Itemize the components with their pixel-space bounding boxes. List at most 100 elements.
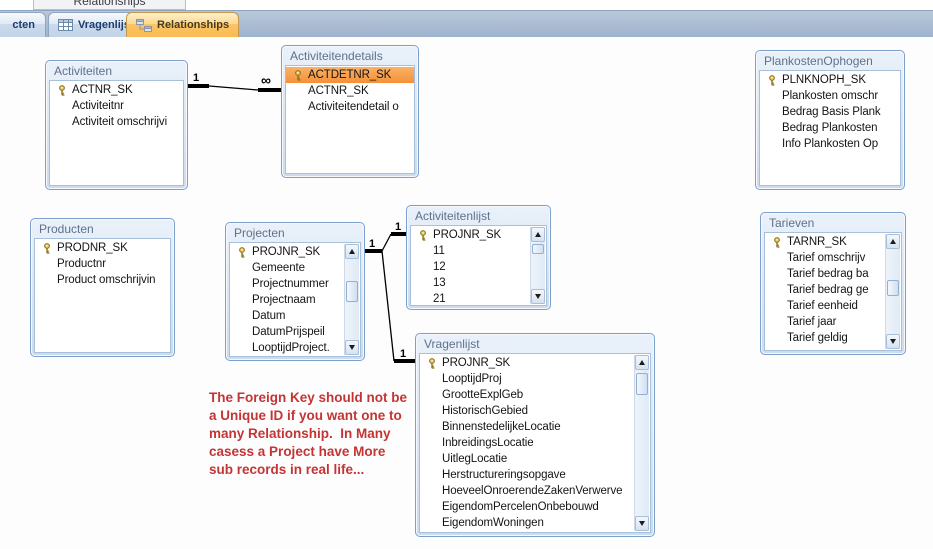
field-row[interactable]: Datum [230,308,360,324]
scrollbar-track[interactable] [345,259,359,340]
field-row[interactable]: Gemeente [230,260,360,276]
field-name: ACTNR_SK [308,85,369,97]
field-row[interactable]: Tarief bedrag ba [765,266,901,282]
scroll-down-button[interactable] [635,516,649,531]
triangle-down-icon [535,294,541,299]
field-row[interactable]: UitlegLocatie [420,451,650,467]
table-title[interactable]: Activiteitenlijst [415,209,491,223]
field-row-primary-key[interactable]: PROJNR_SK [411,227,546,243]
tab-relationships[interactable]: Relationships [126,12,240,37]
table-title[interactable]: Tarieven [769,216,815,230]
field-row[interactable]: Tarief jaar [765,314,901,330]
field-row[interactable]: Plankosten omschr [760,88,900,104]
field-row-primary-key[interactable]: PROJNR_SK [420,355,650,371]
table-title[interactable]: Activiteiten [54,64,113,78]
field-row-primary-key[interactable]: TARNR_SK [765,234,901,250]
table-title[interactable]: PlankostenOphogen [764,54,873,68]
field-name: HistorischGebied [442,405,528,417]
scroll-up-button[interactable] [886,234,900,249]
field-row[interactable]: Tarief bedrag ge [765,282,901,298]
field-row[interactable]: LooptijdProj [420,371,650,387]
field-row-primary-key[interactable]: PRODNR_SK [35,240,170,256]
scrollbar-thumb[interactable] [636,372,648,395]
field-name: Herstructureringsopgave [442,469,566,481]
field-row[interactable]: EigendomWoningen [420,515,650,531]
field-row-primary-key[interactable]: PROJNR_SK [230,244,360,260]
field-row-primary-key[interactable]: PLNKNOPH_SK [760,72,900,88]
scrollbar-thumb[interactable] [346,280,358,302]
table-activiteitendetails[interactable]: Activiteitendetails ACTDETNR_SK ACTNR_SK A… [281,45,419,178]
field-row[interactable]: GrootteExplGeb [420,387,650,403]
field-row[interactable]: HistorischGebied [420,403,650,419]
table-plankostenophogen[interactable]: PlankostenOphogen PLNKNOPH_SK Plankosten … [755,50,905,190]
scroll-up-button[interactable] [531,227,545,242]
field-row[interactable]: Productnr [35,256,170,272]
scroll-down-button[interactable] [345,340,359,355]
field-row[interactable]: Herstructureringsopgave [420,467,650,483]
relationship-projecten-activiteitenlijst[interactable]: 1 1 [365,221,407,253]
vertical-scrollbar[interactable] [885,234,900,349]
vertical-scrollbar[interactable] [530,227,545,304]
field-name: ACTNR_SK [72,84,133,96]
field-row[interactable]: 21 [411,291,546,305]
ribbon-relationships-label[interactable]: Relationships [33,0,186,10]
field-row[interactable]: Product omschrijvin [35,272,170,288]
scroll-down-button[interactable] [886,334,900,349]
field-row-primary-key[interactable]: ACTNR_SK [50,82,183,98]
scrollbar-thumb[interactable] [887,280,899,296]
field-row[interactable]: 12 [411,259,546,275]
field-row[interactable]: Activiteitendetail o [286,99,414,115]
field-row[interactable]: ACTNR_SK [286,83,414,99]
table-title[interactable]: Vragenlijst [424,337,480,351]
field-row[interactable]: Activiteitnr [50,98,183,114]
tab-label: Relationships [157,19,230,31]
field-row[interactable]: HoeveelOnroerendeZakenVerwerve [420,483,650,499]
scroll-up-button[interactable] [345,244,359,259]
field-row[interactable]: LooptijdProject. [230,340,360,356]
field-row[interactable]: Tarief omschrijv [765,250,901,266]
field-name: EigendomWoningen [442,517,544,529]
field-name: Bedrag Basis Plank [782,106,881,118]
scrollbar-track[interactable] [886,249,900,334]
field-row[interactable]: DatumPrijspeil [230,324,360,340]
scrollbar-thumb[interactable] [532,244,544,254]
field-row[interactable]: 13 [411,275,546,291]
scrollbar-track[interactable] [531,242,545,289]
relationship-activiteiten-activiteitendetails[interactable]: 1 ∞ [188,72,282,92]
field-row[interactable]: InbreidingsLocatie [420,435,650,451]
scroll-down-button[interactable] [531,289,545,304]
field-name: LooptijdProject. [252,342,330,354]
field-row[interactable]: Projectnaam [230,292,360,308]
field-name: 12 [433,261,446,273]
field-row[interactable]: Bedrag Plankosten [760,120,900,136]
field-name: Activiteitnr [72,100,124,112]
table-title[interactable]: Projecten [234,226,285,240]
vertical-scrollbar[interactable] [634,355,649,531]
vertical-scrollbar[interactable] [344,244,359,355]
table-title[interactable]: Producten [39,222,94,236]
tab-producten-partial[interactable]: cten [0,12,46,37]
field-row-primary-key[interactable]: ACTDETNR_SK [286,67,414,83]
scroll-up-button[interactable] [635,355,649,370]
field-row[interactable]: BinnenstedelijkeLocatie [420,419,650,435]
field-name: Plankosten omschr [782,90,879,102]
field-row[interactable]: Tarief geldig [765,330,901,346]
field-row[interactable]: 11 [411,243,546,259]
top-cutoff-strip: Relationships [0,0,933,10]
field-row[interactable]: Activiteit omschrijvi [50,114,183,130]
field-row[interactable]: Bedrag Basis Plank [760,104,900,120]
field-name: Bedrag Plankosten [782,122,878,134]
field-row[interactable]: Projectnummer [230,276,360,292]
field-row[interactable]: Tarief eenheid [765,298,901,314]
field-row[interactable]: Info Plankosten Op [760,136,900,152]
table-title[interactable]: Activiteitendetails [290,49,383,63]
scrollbar-track[interactable] [635,370,649,516]
field-row[interactable]: EigendomPercelenOnbebouwd [420,499,650,515]
